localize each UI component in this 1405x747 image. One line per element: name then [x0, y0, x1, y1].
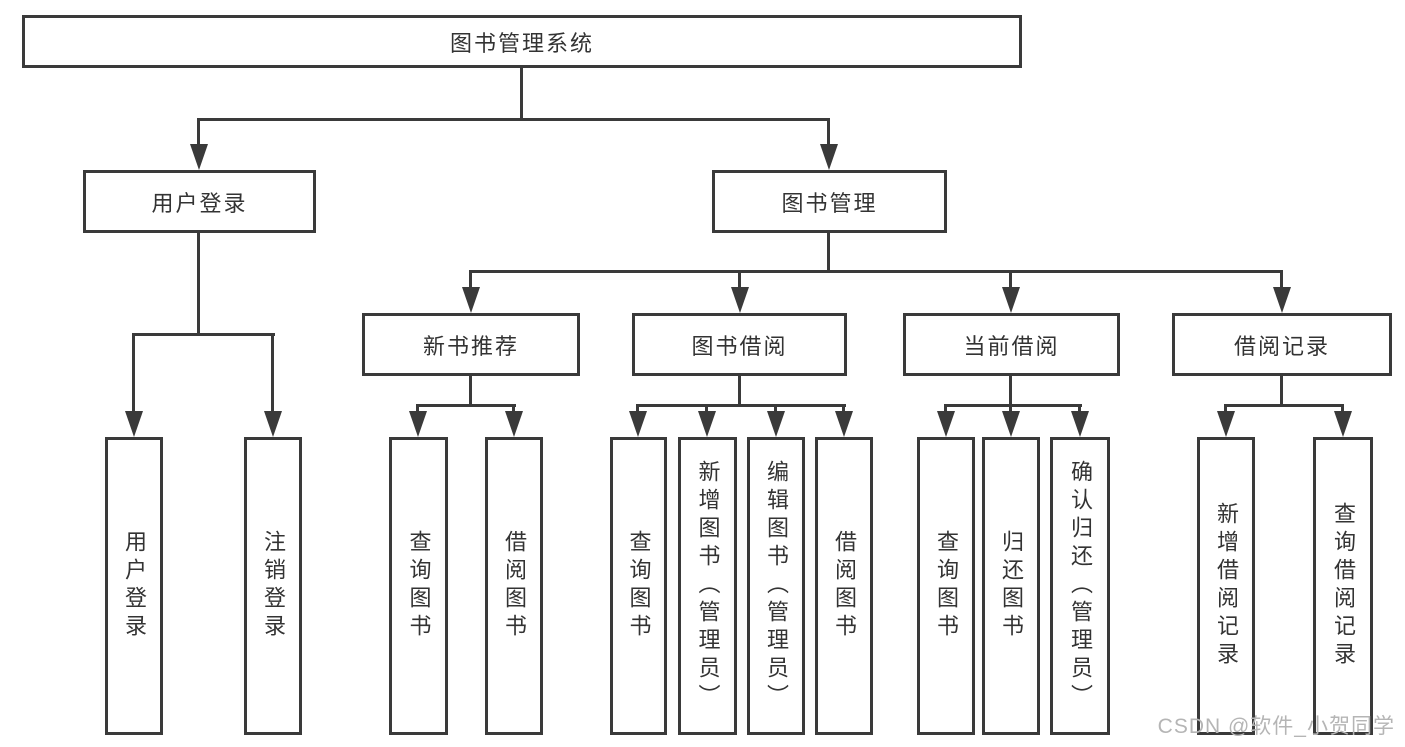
- connector-line: [774, 404, 777, 414]
- connector-line: [705, 404, 708, 414]
- leaf-label: 查询图书: [626, 530, 652, 642]
- connector-line: [1224, 404, 1344, 407]
- node-label: 当前借阅: [963, 333, 1060, 359]
- arrow-down-icon: [767, 411, 785, 437]
- node-book-management: 图书管理: [712, 170, 947, 233]
- arrow-down-icon: [629, 411, 647, 437]
- arrow-down-icon: [462, 287, 480, 313]
- connector-line: [1078, 404, 1081, 414]
- connector-line: [1280, 270, 1283, 290]
- leaf-label: 借阅图书: [832, 530, 857, 642]
- connector-line: [827, 233, 830, 273]
- arrow-down-icon: [1071, 411, 1089, 437]
- connector-line: [469, 270, 1283, 273]
- connector-line: [132, 333, 275, 336]
- node-label: 图书管理系统: [449, 30, 594, 56]
- node-label: 新书推荐: [422, 333, 519, 359]
- node-label: 借阅记录: [1233, 333, 1330, 359]
- leaf-confirm-return-admin: 确认归还（管理员）: [1050, 437, 1110, 735]
- connector-line: [842, 404, 845, 414]
- connector-line: [636, 404, 846, 407]
- arrow-down-icon: [698, 411, 716, 437]
- connector-line: [738, 376, 741, 407]
- leaf-label: 确认归还（管理员）: [1068, 460, 1093, 712]
- node-user-login: 用户登录: [83, 170, 316, 233]
- connector-line: [132, 333, 135, 413]
- node-label: 图书管理: [781, 190, 878, 216]
- node-label: 图书借阅: [691, 333, 788, 359]
- arrow-down-icon: [190, 144, 208, 170]
- arrow-down-icon: [1002, 287, 1020, 313]
- arrow-down-icon: [1217, 411, 1235, 437]
- connector-line: [512, 404, 515, 414]
- node-library-management-system: 图书管理系统: [22, 15, 1022, 68]
- leaf-add-book-admin: 新增图书（管理员）: [678, 437, 737, 735]
- connector-line: [944, 404, 1082, 407]
- connector-line: [1009, 376, 1012, 407]
- connector-line: [827, 118, 830, 148]
- node-current-borrowing: 当前借阅: [903, 313, 1120, 376]
- arrow-down-icon: [409, 411, 427, 437]
- connector-line: [1341, 404, 1344, 414]
- leaf-borrow-books-recommend: 借阅图书: [485, 437, 543, 735]
- connector-line: [1009, 270, 1012, 290]
- connector-line: [738, 270, 741, 290]
- arrow-down-icon: [264, 411, 282, 437]
- connector-line: [469, 270, 472, 290]
- arrow-down-icon: [731, 287, 749, 313]
- node-new-book-recommend: 新书推荐: [362, 313, 580, 376]
- arrow-down-icon: [835, 411, 853, 437]
- arrow-down-icon: [125, 411, 143, 437]
- leaf-logout: 注销登录: [244, 437, 302, 735]
- connector-line: [1009, 404, 1012, 414]
- leaf-query-books-current: 查询图书: [917, 437, 975, 735]
- node-book-borrowing: 图书借阅: [632, 313, 847, 376]
- connector-line: [469, 376, 472, 407]
- leaf-query-borrow-record: 查询借阅记录: [1313, 437, 1373, 735]
- connector-line: [944, 404, 947, 414]
- leaf-borrow-books-borrowing: 借阅图书: [815, 437, 873, 735]
- node-borrowing-records: 借阅记录: [1172, 313, 1392, 376]
- node-label: 用户登录: [151, 190, 248, 216]
- leaf-label: 查询借阅记录: [1331, 502, 1356, 670]
- arrow-down-icon: [937, 411, 955, 437]
- leaf-label: 新增借阅记录: [1214, 502, 1239, 670]
- arrow-down-icon: [1334, 411, 1352, 437]
- leaf-query-books-borrowing: 查询图书: [610, 437, 667, 735]
- connector-line: [1280, 376, 1283, 407]
- leaf-label: 借阅图书: [502, 530, 527, 642]
- leaf-add-borrow-record: 新增借阅记录: [1197, 437, 1255, 735]
- csdn-watermark: CSDN @软件_小贺同学: [1157, 715, 1395, 738]
- leaf-label: 归还图书: [999, 530, 1024, 642]
- leaf-user-login: 用户登录: [105, 437, 163, 735]
- arrow-down-icon: [820, 144, 838, 170]
- connector-line: [636, 404, 639, 414]
- leaf-label: 用户登录: [122, 530, 147, 642]
- connector-line: [416, 404, 516, 407]
- leaf-return-book: 归还图书: [982, 437, 1040, 735]
- leaf-label: 查询图书: [406, 530, 432, 642]
- leaf-edit-book-admin: 编辑图书（管理员）: [747, 437, 805, 735]
- arrow-down-icon: [505, 411, 523, 437]
- connector-line: [416, 404, 419, 414]
- leaf-label: 新增图书（管理员）: [695, 460, 721, 712]
- arrow-down-icon: [1273, 287, 1291, 313]
- leaf-label: 编辑图书（管理员）: [764, 460, 789, 712]
- connector-line: [197, 118, 830, 121]
- connector-line: [520, 66, 523, 120]
- connector-line: [197, 233, 200, 336]
- leaf-label: 查询图书: [934, 530, 959, 642]
- arrow-down-icon: [1002, 411, 1020, 437]
- leaf-label: 注销登录: [261, 530, 286, 642]
- leaf-query-books-recommend: 查询图书: [389, 437, 448, 735]
- connector-line: [1224, 404, 1227, 414]
- connector-line: [271, 333, 274, 413]
- connector-line: [197, 118, 200, 148]
